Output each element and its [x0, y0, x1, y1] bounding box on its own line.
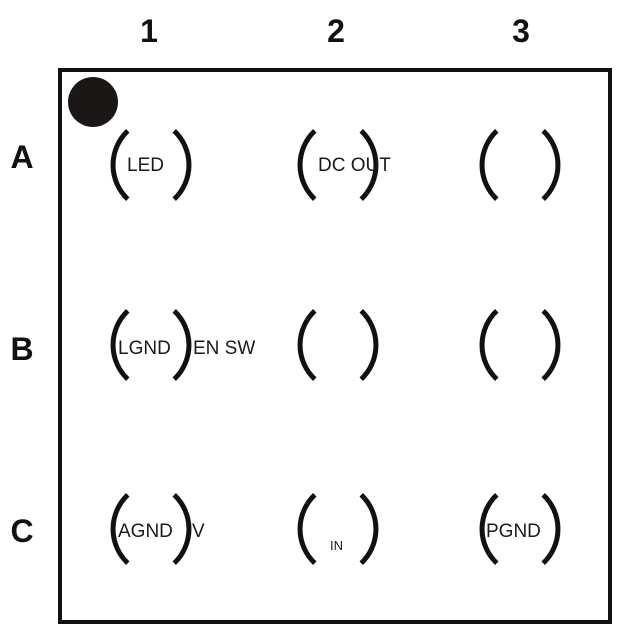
ball-a3: [479, 128, 561, 202]
pin-label-b1-b2: EN SW: [193, 338, 255, 359]
row-label-a: A: [10, 139, 33, 175]
pin-label-c2: IN: [330, 538, 343, 553]
pin-label-a2: DC OUT: [318, 155, 391, 176]
row-label-b: B: [10, 331, 33, 367]
ball-a1: [110, 128, 192, 202]
column-label-1: 1: [140, 13, 158, 49]
ball-b1: [110, 308, 192, 382]
pin-label-b1: LGND: [118, 338, 171, 359]
ball-c1: [110, 492, 192, 566]
ball-a2: [297, 128, 379, 202]
pin-label-c1-c2: V: [192, 521, 205, 542]
row-label-c: C: [10, 513, 33, 549]
column-label-3: 3: [512, 13, 530, 49]
pin-label-c3: PGND: [486, 521, 541, 542]
pin-label-c1: AGND: [118, 521, 173, 542]
pin-label-a1: LED: [127, 155, 164, 176]
ball-c3: [479, 492, 561, 566]
ball-b2: [297, 308, 379, 382]
package-outline: [58, 68, 612, 624]
ball-c2: [297, 492, 379, 566]
ball-b3: [479, 308, 561, 382]
column-label-2: 2: [327, 13, 345, 49]
pin1-marker-dot: [68, 77, 118, 127]
